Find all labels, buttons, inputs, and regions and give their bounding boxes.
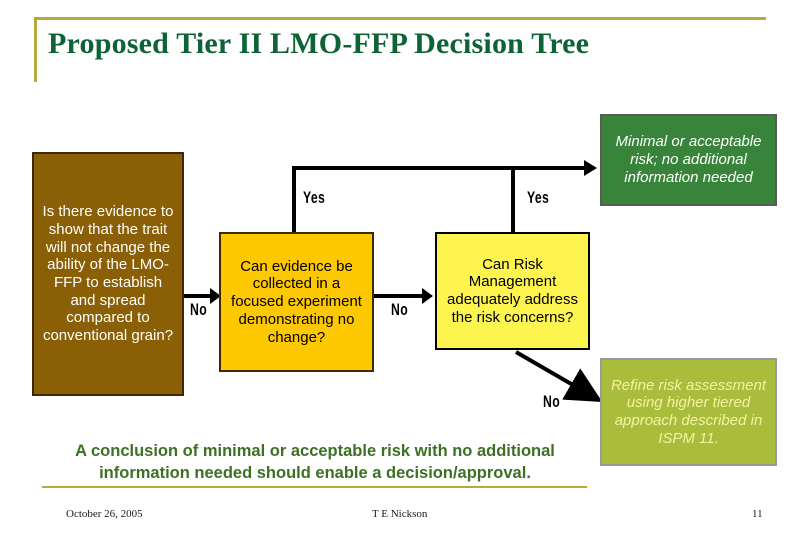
connector-question3-no-to-negative-outcome <box>514 348 604 408</box>
connector-question2-to-question3 <box>374 294 426 298</box>
arrowhead-to-question3-icon <box>422 288 433 304</box>
edge-label-no-1: No <box>190 300 208 319</box>
footer-author: T E Nickson <box>372 508 428 520</box>
page-title: Proposed Tier II LMO-FFP Decision Tree <box>48 27 590 60</box>
decision-box-question-1: Is there evidence to show that the trait… <box>32 152 184 396</box>
connector-yes-to-positive-outcome <box>292 166 588 170</box>
connector-question3-yes-stem <box>511 166 515 234</box>
decision-box-question-3: Can Risk Management adequately address t… <box>435 232 590 350</box>
arrowhead-to-positive-outcome-icon <box>584 160 597 176</box>
arrowhead-to-question2-icon <box>210 288 221 304</box>
title-frame-left-rule <box>34 17 37 82</box>
footer-date: October 26, 2005 <box>66 508 143 520</box>
edge-label-yes-1: Yes <box>303 188 326 207</box>
outcome-box-minimal-risk: Minimal or acceptable risk; no additiona… <box>600 114 777 206</box>
decision-box-question-2: Can evidence be collected in a focused e… <box>219 232 374 372</box>
title-frame-top-rule <box>34 17 766 20</box>
edge-label-no-2: No <box>391 300 409 319</box>
conclusion-text: A conclusion of minimal or acceptable ri… <box>75 442 555 483</box>
conclusion-underline-rule <box>42 486 587 488</box>
diagonal-arrow-icon <box>514 350 603 403</box>
edge-label-yes-2: Yes <box>527 188 550 207</box>
edge-label-no-3: No <box>543 392 561 411</box>
footer-page-number: 11 <box>752 508 763 520</box>
connector-question1-to-question2 <box>184 294 214 298</box>
outcome-box-refine-assessment: Refine risk assessment using higher tier… <box>600 358 777 466</box>
connector-question2-yes-stem <box>292 166 296 234</box>
